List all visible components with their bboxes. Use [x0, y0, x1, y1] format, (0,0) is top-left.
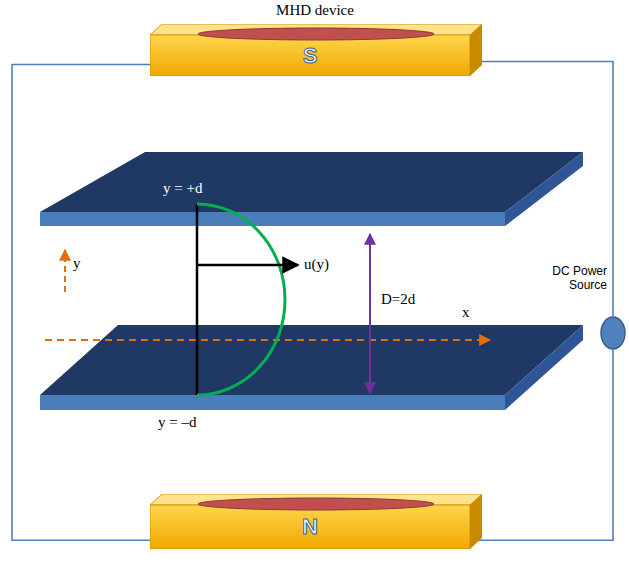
- x-axis: [45, 339, 490, 341]
- axis-label: x: [462, 304, 470, 321]
- gap-dimension-arrow: [369, 234, 371, 393]
- circuit-wire: [12, 65, 150, 541]
- south-magnet: S: [150, 24, 482, 76]
- north-magnet: N: [150, 494, 482, 549]
- y-axis: [64, 250, 66, 292]
- circuit-wire: [476, 61, 613, 316]
- velocity-arrow: [197, 264, 298, 267]
- velocity-label: u(y): [304, 256, 329, 273]
- source-label: DC Power Source: [543, 264, 607, 292]
- circuit-wire: [476, 350, 613, 540]
- pole-letter: N: [150, 505, 470, 549]
- plate-position-label: y = +d: [163, 180, 202, 197]
- gap-dimension-label: D=2d: [381, 291, 415, 308]
- plate-position-label: y = –d: [158, 414, 196, 431]
- pole-letter: S: [150, 35, 470, 76]
- diagram-title: MHD device: [276, 2, 354, 19]
- dc-power-source: DC Power Source: [600, 316, 626, 350]
- top-plate: [40, 152, 583, 226]
- profile-baseline: [196, 204, 199, 395]
- velocity-profile: [197, 204, 285, 395]
- source-ellipse: [600, 316, 626, 350]
- bottom-plate: [40, 325, 583, 410]
- axis-label: y: [73, 255, 81, 272]
